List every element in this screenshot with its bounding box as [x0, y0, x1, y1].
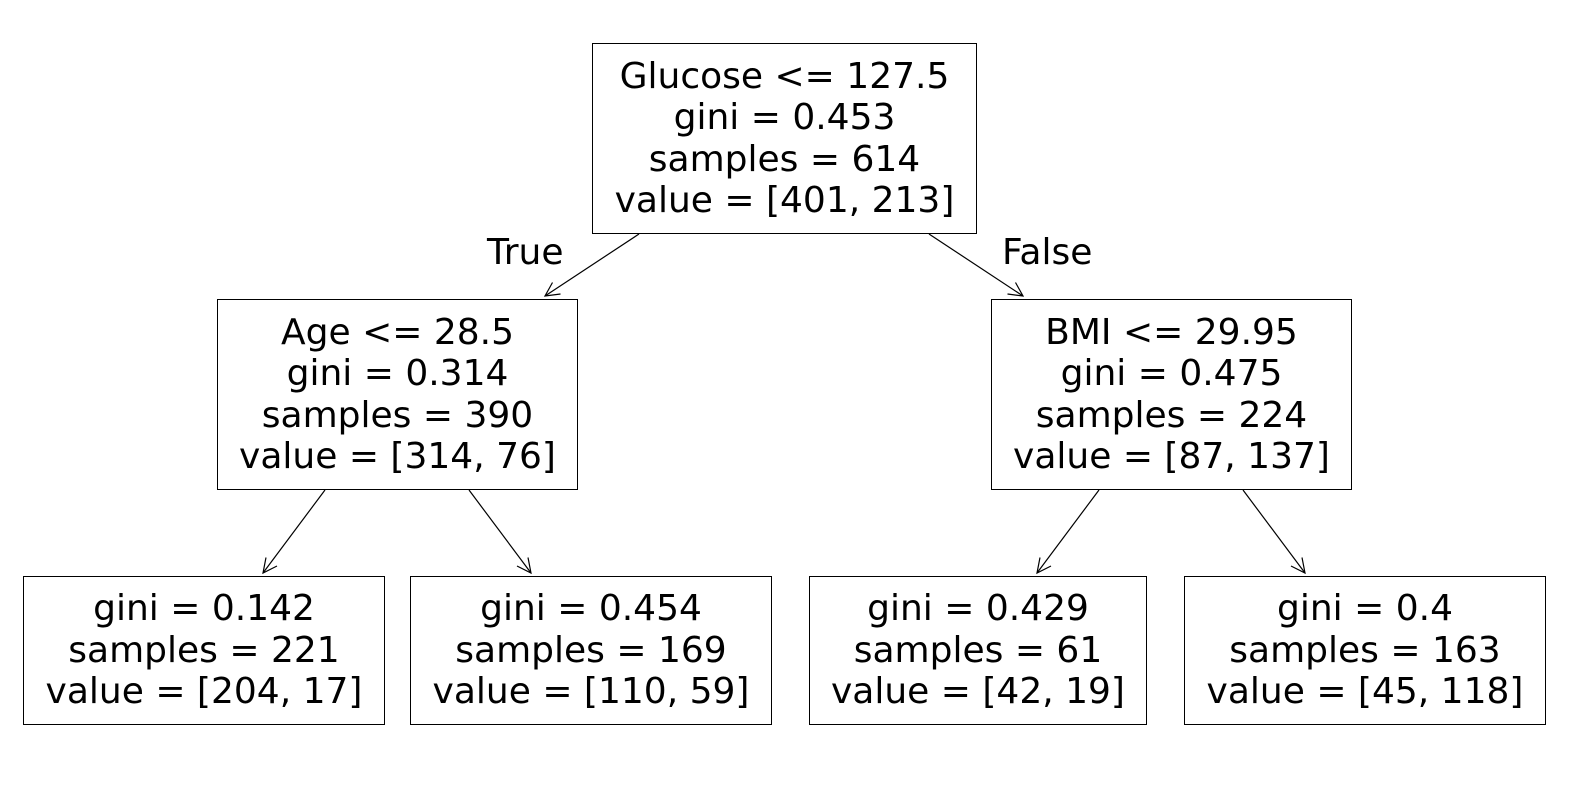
edge-root-to-age [543, 233, 640, 297]
edge-bmi-to-left-leaf [1036, 489, 1100, 575]
node-gini: gini = 0.4 [1277, 588, 1453, 630]
split-node-age: Age <= 28.5 gini = 0.314 samples = 390 v… [217, 299, 578, 490]
branch-label-true: True [487, 232, 564, 273]
node-gini: gini = 0.314 [286, 353, 509, 394]
split-node-bmi: BMI <= 29.95 gini = 0.475 samples = 224 … [991, 299, 1352, 490]
node-gini: gini = 0.142 [93, 588, 315, 630]
node-value: value = [45, 118] [1206, 671, 1524, 713]
leaf-node: gini = 0.429 samples = 61 value = [42, 1… [809, 576, 1147, 725]
node-value: value = [42, 19] [831, 671, 1125, 713]
node-samples: samples = 61 [853, 629, 1103, 671]
node-samples: samples = 163 [1229, 629, 1501, 671]
node-samples: samples = 614 [648, 138, 921, 180]
node-samples: samples = 169 [455, 629, 727, 671]
edge-bmi-to-right-leaf [1242, 489, 1306, 575]
node-samples: samples = 221 [68, 629, 340, 671]
node-value: value = [204, 17] [45, 671, 363, 713]
node-condition: Age <= 28.5 [281, 311, 514, 353]
node-value: value = [87, 137] [1013, 436, 1330, 477]
leaf-node: gini = 0.454 samples = 169 value = [110,… [410, 576, 772, 725]
node-value: value = [110, 59] [432, 671, 750, 713]
edge-root-to-bmi [928, 233, 1025, 297]
leaf-node: gini = 0.4 samples = 163 value = [45, 11… [1184, 576, 1546, 725]
node-samples: samples = 224 [1035, 394, 1308, 436]
node-gini: gini = 0.454 [480, 588, 702, 630]
node-condition: Glucose <= 127.5 [619, 55, 950, 97]
edge-age-to-right-leaf [468, 489, 532, 575]
node-gini: gini = 0.475 [1060, 353, 1283, 394]
edge-age-to-left-leaf [262, 489, 326, 575]
node-gini: gini = 0.453 [673, 97, 896, 138]
node-gini: gini = 0.429 [867, 588, 1089, 630]
branch-label-false: False [1002, 232, 1093, 273]
leaf-node: gini = 0.142 samples = 221 value = [204,… [23, 576, 385, 725]
node-value: value = [401, 213] [614, 180, 955, 221]
node-samples: samples = 390 [261, 394, 534, 436]
node-value: value = [314, 76] [239, 436, 556, 477]
node-condition: BMI <= 29.95 [1045, 311, 1298, 353]
root-node-glucose: Glucose <= 127.5 gini = 0.453 samples = … [592, 43, 977, 234]
